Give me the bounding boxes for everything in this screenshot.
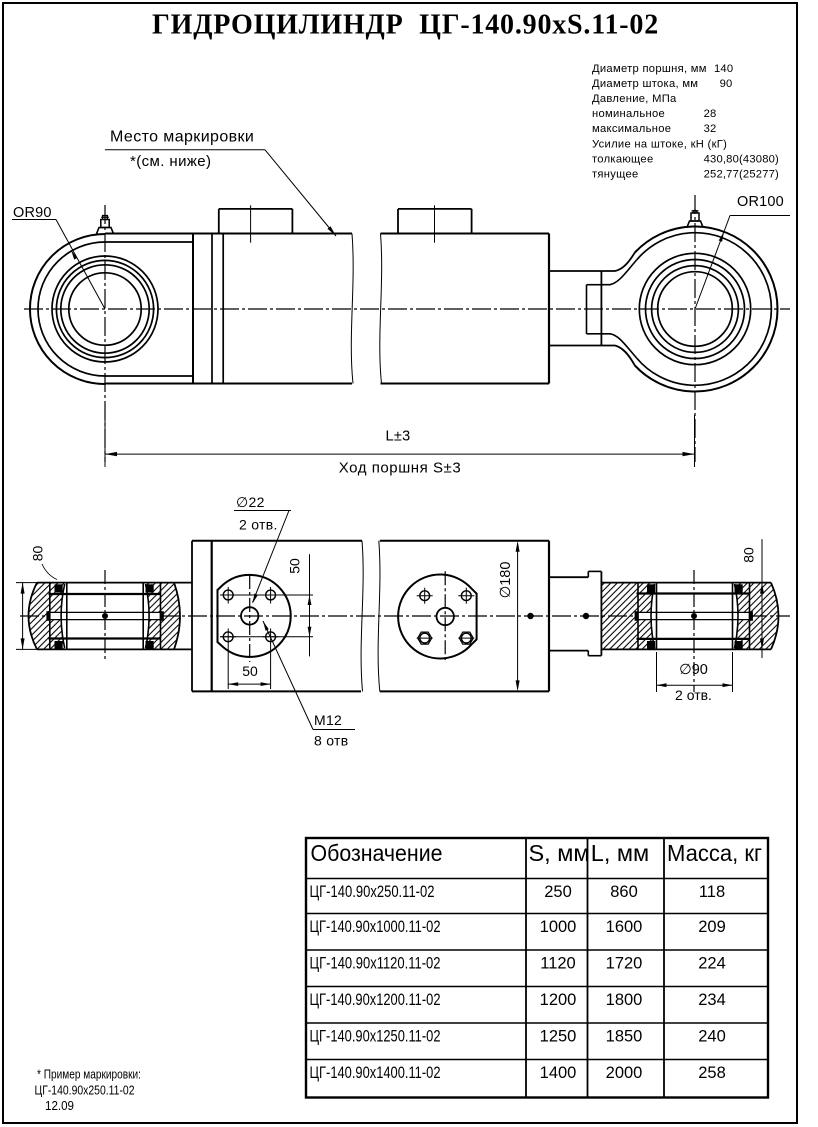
svg-text:ЦГ-140.90х1000.11-02: ЦГ-140.90х1000.11-02 [310, 917, 441, 936]
svg-text:12.09: 12.09 [45, 1098, 74, 1113]
svg-text:толкающее: толкающее [592, 153, 653, 165]
svg-text:тянущее: тянущее [592, 169, 639, 181]
svg-text:ЦГ-140.90х1120.11-02: ЦГ-140.90х1120.11-02 [310, 954, 441, 973]
svg-text:Ход поршня S±3: Ход поршня S±3 [339, 460, 461, 477]
svg-text:1720: 1720 [606, 955, 643, 973]
svg-text:Место маркировки: Место маркировки [110, 129, 254, 146]
svg-text:L±3: L±3 [386, 429, 411, 445]
svg-text:2 отв.: 2 отв. [239, 517, 278, 533]
svg-text:ЦГ-140.90х1200.11-02: ЦГ-140.90х1200.11-02 [310, 990, 441, 1009]
svg-text:ЦГ-140.90х1250.11-02: ЦГ-140.90х1250.11-02 [310, 1027, 441, 1046]
svg-text:Усилие на штоке, кН (кГ): Усилие на штоке, кН (кГ) [592, 138, 727, 150]
svg-text:ГИДРОЦИЛИНДР ЦГ-140.90хS.11-0: ГИДРОЦИЛИНДР ЦГ-140.90хS.11-02 [152, 10, 659, 41]
svg-text:∅180: ∅180 [498, 562, 514, 599]
svg-text:250: 250 [544, 883, 572, 901]
svg-text:М12: М12 [314, 712, 342, 728]
svg-text:ОR90: ОR90 [13, 205, 52, 221]
svg-text:140: 140 [714, 63, 733, 75]
svg-text:1000: 1000 [540, 918, 577, 936]
svg-text:Диаметр поршня, мм: Диаметр поршня, мм [592, 63, 707, 75]
svg-text:1400: 1400 [540, 1064, 577, 1082]
svg-text:50: 50 [287, 558, 303, 574]
svg-text:209: 209 [698, 918, 726, 936]
svg-text:1200: 1200 [540, 991, 577, 1009]
svg-text:8 отв: 8 отв [314, 733, 349, 749]
svg-text:234: 234 [698, 991, 726, 1009]
svg-text:ЦГ-140.90х1400.11-02: ЦГ-140.90х1400.11-02 [310, 1063, 441, 1082]
svg-text:90: 90 [720, 78, 733, 90]
svg-text:1600: 1600 [606, 918, 643, 936]
svg-text:252,77(25277): 252,77(25277) [704, 169, 779, 181]
svg-text:Давление, МПа: Давление, МПа [592, 93, 677, 105]
svg-text:* Пример маркировки:: * Пример маркировки: [37, 1067, 141, 1082]
svg-text:2 отв.: 2 отв. [675, 687, 712, 703]
svg-text:1850: 1850 [606, 1028, 643, 1046]
svg-text:ЦГ-140.90х250.11-02: ЦГ-140.90х250.11-02 [310, 882, 435, 901]
svg-text:258: 258 [698, 1064, 726, 1082]
svg-text:L, мм: L, мм [591, 840, 649, 866]
svg-text:Обозначение: Обозначение [311, 840, 443, 866]
svg-text:максимальное: максимальное [592, 123, 671, 135]
svg-text:240: 240 [698, 1028, 726, 1046]
svg-text:224: 224 [698, 955, 726, 973]
svg-text:∅90: ∅90 [679, 662, 708, 678]
svg-text:1800: 1800 [606, 991, 643, 1009]
svg-text:Диаметр штока, мм: Диаметр штока, мм [592, 78, 698, 90]
svg-text:Масса, кг: Масса, кг [667, 840, 762, 866]
svg-text:ОR100: ОR100 [737, 194, 784, 210]
svg-text:1120: 1120 [540, 955, 575, 973]
svg-text:80: 80 [30, 546, 46, 562]
svg-text:430,80(43080): 430,80(43080) [704, 153, 779, 165]
svg-text:*(см. ниже): *(см. ниже) [130, 153, 211, 170]
svg-text:S, мм: S, мм [528, 840, 589, 866]
svg-text:2000: 2000 [606, 1064, 643, 1082]
svg-text:1250: 1250 [540, 1028, 577, 1046]
svg-text:80: 80 [741, 547, 757, 563]
svg-text:ЦГ-140.90х250.11-02: ЦГ-140.90х250.11-02 [35, 1083, 135, 1098]
svg-text:∅22: ∅22 [236, 494, 265, 510]
svg-text:118: 118 [699, 883, 725, 901]
svg-text:860: 860 [610, 883, 638, 901]
svg-text:28: 28 [704, 108, 717, 120]
svg-text:номинальное: номинальное [592, 108, 665, 120]
svg-text:50: 50 [242, 663, 258, 679]
svg-text:32: 32 [704, 123, 717, 135]
